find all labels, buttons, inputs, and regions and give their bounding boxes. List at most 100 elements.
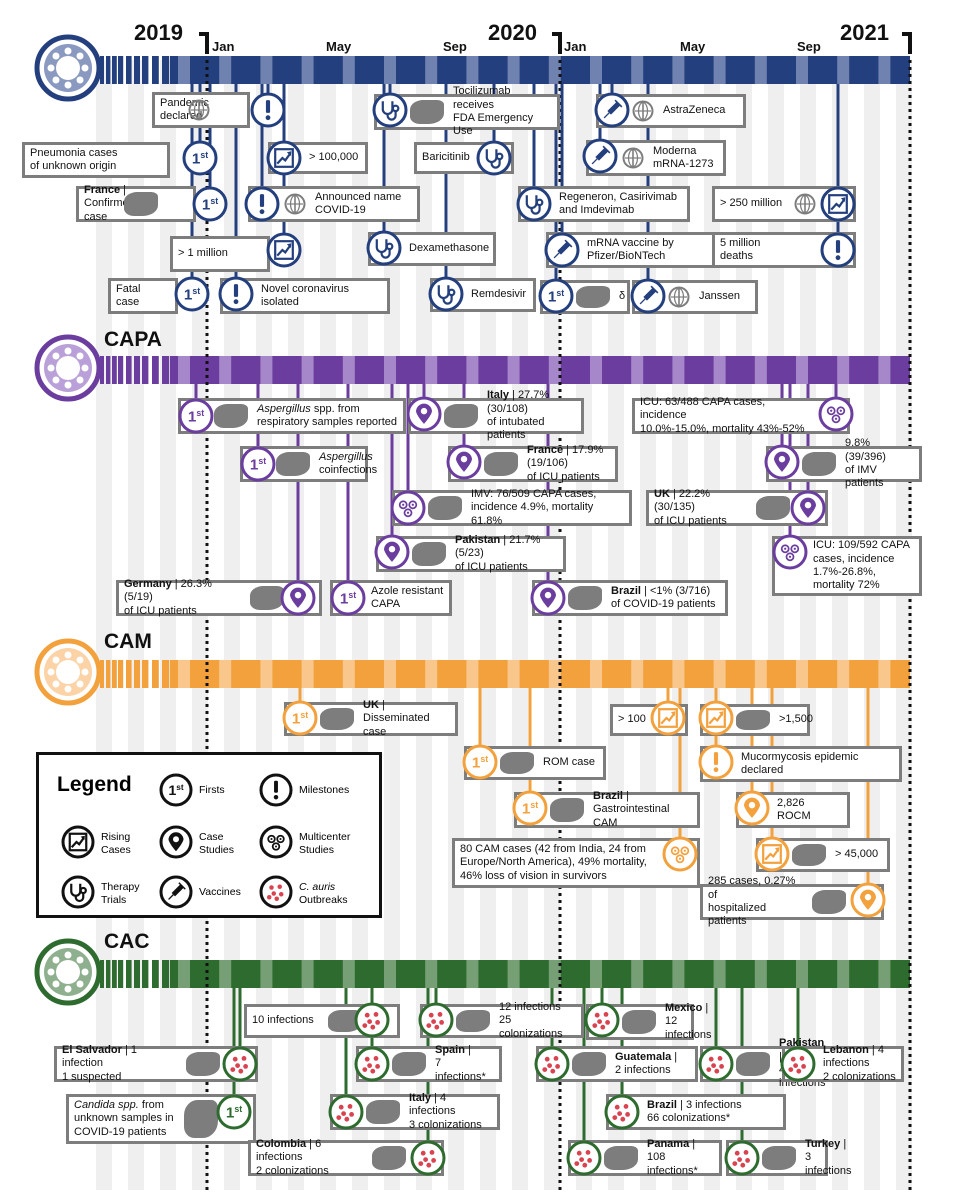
first-icon: 1st [180, 138, 220, 183]
country-map-icon [412, 542, 446, 566]
case-icon [404, 394, 444, 439]
event-text: Brazil | Gastrointestinal CAM [593, 789, 670, 829]
multicenter-icon [388, 488, 428, 533]
auris-icon [722, 1138, 762, 1183]
who-emblem-icon [632, 100, 654, 127]
event-text: Pneumonia cases of unknown origin [30, 146, 118, 172]
event-card: Pneumonia cases of unknown origin [22, 142, 170, 178]
legend-label: Milestones [299, 784, 350, 796]
case-icon [278, 578, 318, 623]
section-bar-cam [100, 660, 910, 688]
auris-icon [408, 1138, 448, 1183]
event-text: Brazil | 3 infections 66 colonizations* [647, 1098, 742, 1124]
event-text: > 100,000 [309, 151, 359, 164]
event-text: Guatemala | 2 infections [615, 1050, 678, 1076]
month-stripe [224, 60, 240, 1190]
legend-first-icon: 1st [157, 771, 195, 814]
who-emblem-icon [668, 286, 690, 313]
section-disc-capa [34, 334, 102, 402]
event-text: 12 infections 25 colonizations [499, 1000, 563, 1040]
legend-case-icon [157, 823, 195, 866]
first-icon: 1st [460, 742, 500, 787]
legend-label: Therapy Trials [101, 881, 140, 906]
who-emblem-icon [284, 193, 306, 220]
therapy-icon [514, 184, 554, 229]
country-map-icon [392, 1052, 426, 1076]
event-card: Tocilizumab receives FDA Emergency Use [374, 85, 560, 137]
event-text: ICU: 109/592 CAPA cases, incidence 1.7%-… [813, 539, 911, 592]
first-icon: 1st [172, 274, 212, 319]
country-map-icon [756, 496, 790, 520]
milestone-icon [216, 274, 256, 319]
event-text: Announced name COVID-19 [315, 190, 402, 216]
legend-title: Legend [57, 773, 132, 796]
first-icon: 1st [280, 698, 320, 743]
country-map-icon [214, 404, 248, 428]
event-text: IMV: 76/509 CAPA cases, incidence 4.9%, … [471, 487, 597, 527]
vaccine-icon [580, 136, 620, 181]
month-stripe [896, 60, 912, 1190]
event-text: Italy | 27.7% (30/108) of intubated pati… [487, 389, 550, 442]
case-icon [788, 488, 828, 533]
event-text: UK | 22.2% (30/135) of ICU patients [654, 487, 727, 527]
country-map-icon [568, 586, 602, 610]
country-map-icon [320, 708, 354, 730]
legend-rising-icon [59, 823, 97, 866]
therapy-icon [364, 228, 404, 273]
event-text: 9.8% (39/396) of IMV patients [845, 437, 886, 490]
legend-label: Vaccines [199, 886, 241, 898]
month-stripe [128, 60, 144, 1190]
event-text: Janssen [699, 290, 740, 303]
event-text: France | 17.9% (19/106) of ICU patients [527, 443, 604, 483]
month-stripe [800, 60, 816, 1190]
first-icon: 1st [328, 578, 368, 623]
section-disc-cac [34, 938, 102, 1006]
vaccine-icon [628, 276, 668, 321]
auris-icon [582, 1000, 622, 1045]
event-text: >1,500 [779, 713, 813, 726]
event-text: 285 cases, 0.27% of hospitalized patient… [708, 875, 796, 928]
country-map-icon [500, 752, 534, 774]
event-text: Italy | 4 infections 3 colonizations [409, 1091, 482, 1131]
country-map-icon [276, 452, 310, 476]
rising-icon [696, 698, 736, 743]
month-stripe [448, 60, 464, 1190]
event-text: Dexamethasone [409, 242, 490, 255]
event-text: Moderna mRNA-1273 [653, 144, 714, 170]
event-text: > 45,000 [835, 848, 879, 861]
case-icon [372, 532, 412, 577]
event-text: Aspergillus coinfections [319, 450, 378, 476]
first-icon: 1st [176, 396, 216, 441]
country-map-icon [736, 710, 770, 730]
country-map-icon [550, 798, 584, 822]
auris-icon [602, 1092, 642, 1137]
legend-auris-icon [257, 873, 295, 916]
event-text: Germany | 26.3% (5/19) of ICU patients [124, 577, 212, 617]
legend-label: Firsts [199, 784, 225, 796]
event-card: Fatal case [108, 278, 178, 314]
year-divider [199, 32, 209, 1190]
section-bar-capa [100, 356, 910, 384]
month-stripe [864, 60, 880, 1190]
country-map-icon [444, 404, 478, 428]
therapy-icon [426, 274, 466, 319]
month-label: May [326, 39, 352, 54]
event-text: Colombia | 6 infections 2 colonizations [256, 1137, 329, 1177]
event-card: France | 17.9% (19/106) of ICU patients [448, 443, 618, 483]
month-stripe [608, 60, 624, 1190]
country-map-icon [184, 1100, 218, 1138]
who-emblem-icon [622, 147, 644, 174]
legend-label: Multicenter Studies [299, 831, 351, 856]
legend-milestone-icon [257, 771, 295, 814]
who-emblem-icon [188, 99, 210, 126]
month-stripe [640, 60, 656, 1190]
country-map-icon [124, 192, 158, 216]
event-text: Aspergillus spp. from respiratory sample… [257, 402, 398, 428]
event-card: 80 CAM cases (42 from India, 24 from Eur… [452, 838, 700, 888]
event-text: ICU: 63/488 CAPA cases, incidence 10.0%-… [640, 395, 805, 435]
event-text: ROM case [543, 756, 595, 769]
country-map-icon [410, 100, 444, 124]
section-disc-covid [34, 34, 102, 102]
